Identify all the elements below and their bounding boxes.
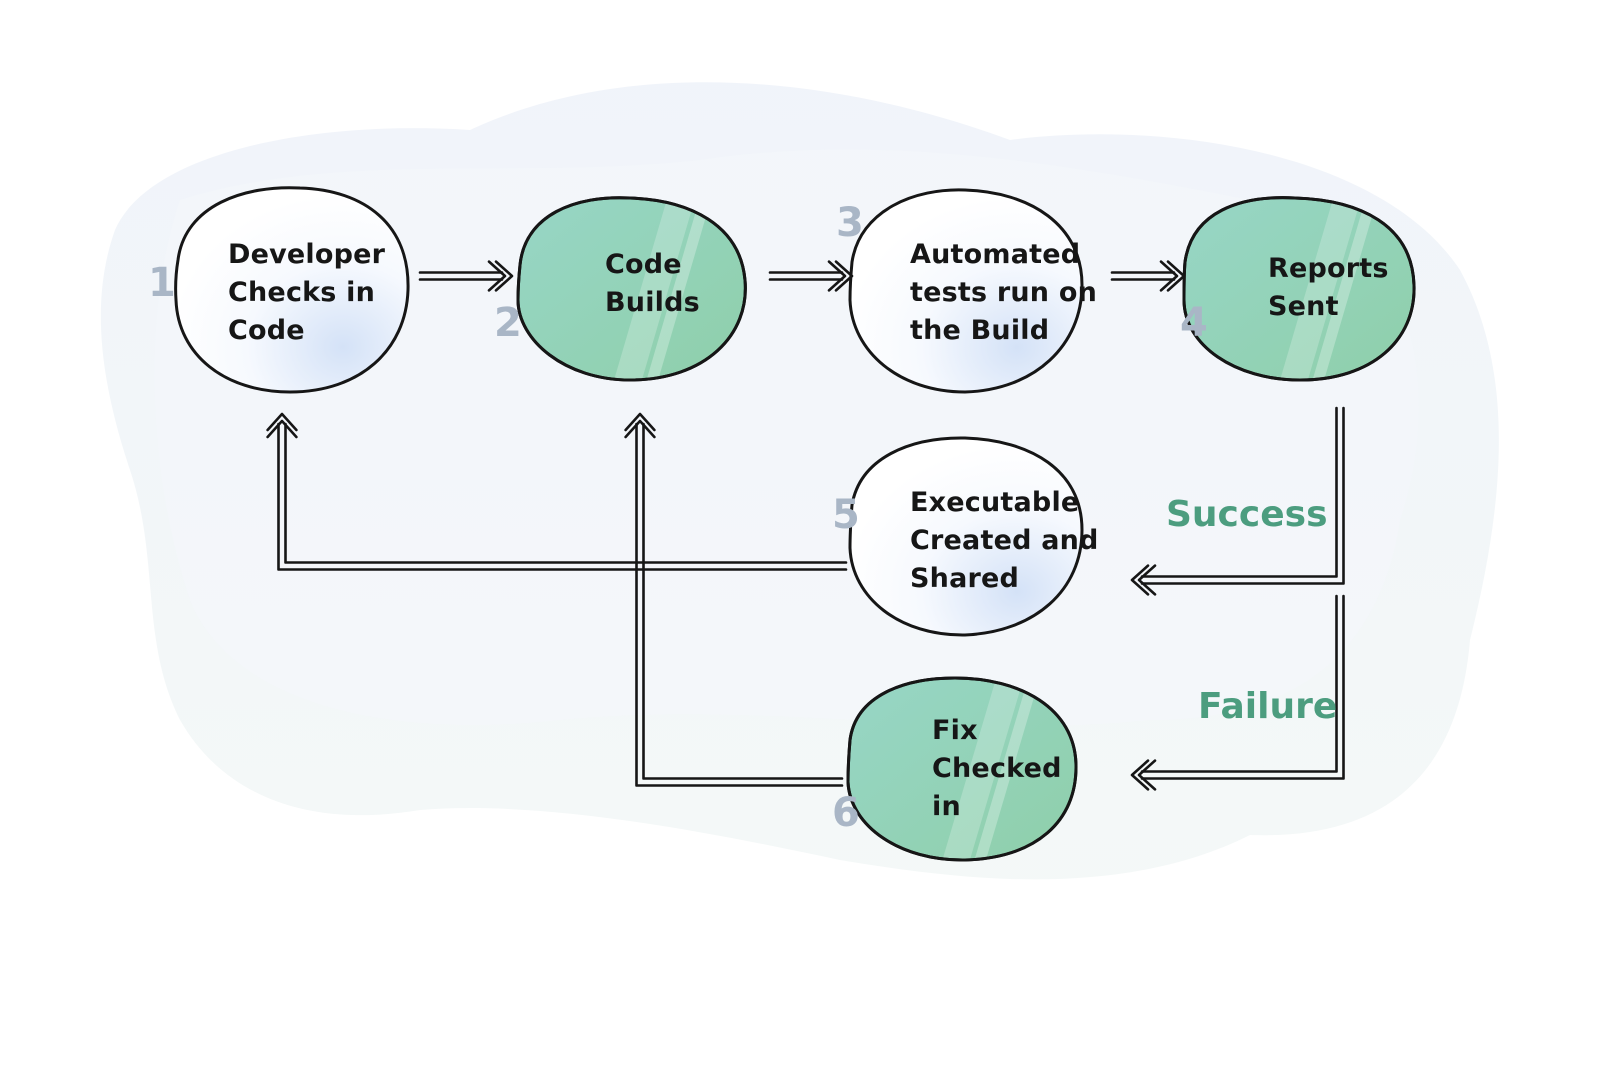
arrow-2-to-3 — [768, 260, 854, 292]
failure-label: Failure — [1198, 686, 1338, 727]
node-2 — [516, 196, 747, 382]
step-number-5: 5 — [832, 492, 860, 538]
arrow-4-to-5-success — [1130, 406, 1345, 596]
step-number-6: 6 — [832, 790, 860, 836]
arrow-2-to-3-head — [827, 260, 854, 292]
arrow-6-to-2-head — [624, 412, 656, 439]
arrow-4-to-5-success-head — [1130, 564, 1157, 596]
arrow-3-to-4 — [1110, 260, 1186, 292]
arrow-5-to-1-head — [266, 412, 298, 439]
node-3 — [848, 188, 1084, 394]
node-3-label: Automated tests run on the Build — [910, 239, 1097, 346]
arrow-4-to-6-failure-head — [1130, 759, 1157, 791]
node-6-label: Fix Checked in — [932, 715, 1062, 822]
node-1-shape — [174, 186, 410, 394]
arrow-3-to-4-head — [1159, 260, 1186, 292]
node-3-shape — [848, 188, 1084, 394]
node-5-label: Executable Created and Shared — [910, 487, 1099, 594]
arrow-1-to-2-head — [487, 260, 514, 292]
node-1-label: Developer Checks in Code — [228, 239, 386, 346]
step-number-4: 4 — [1180, 300, 1208, 346]
node-4-label: Reports Sent — [1268, 253, 1389, 322]
node-6-shine — [939, 678, 1043, 861]
arrow-1-to-2 — [418, 260, 514, 292]
arrow-6-to-2 — [624, 412, 844, 787]
arrow-5-to-1 — [266, 412, 848, 571]
node-2-label: Code Builds — [605, 249, 700, 318]
background-blob-inner — [154, 149, 1419, 726]
step-number-3: 3 — [836, 200, 864, 246]
node-5 — [848, 436, 1084, 637]
node-1 — [174, 186, 410, 394]
node-6 — [846, 676, 1078, 862]
success-label: Success — [1166, 494, 1328, 535]
node-4 — [1182, 196, 1416, 382]
node-5-shape — [848, 436, 1084, 637]
step-number-1: 1 — [148, 260, 176, 306]
arrow-4-to-6-failure — [1130, 594, 1345, 791]
step-number-2: 2 — [494, 300, 522, 346]
node-2-shine — [611, 197, 716, 380]
node-4-shine — [1277, 197, 1382, 380]
